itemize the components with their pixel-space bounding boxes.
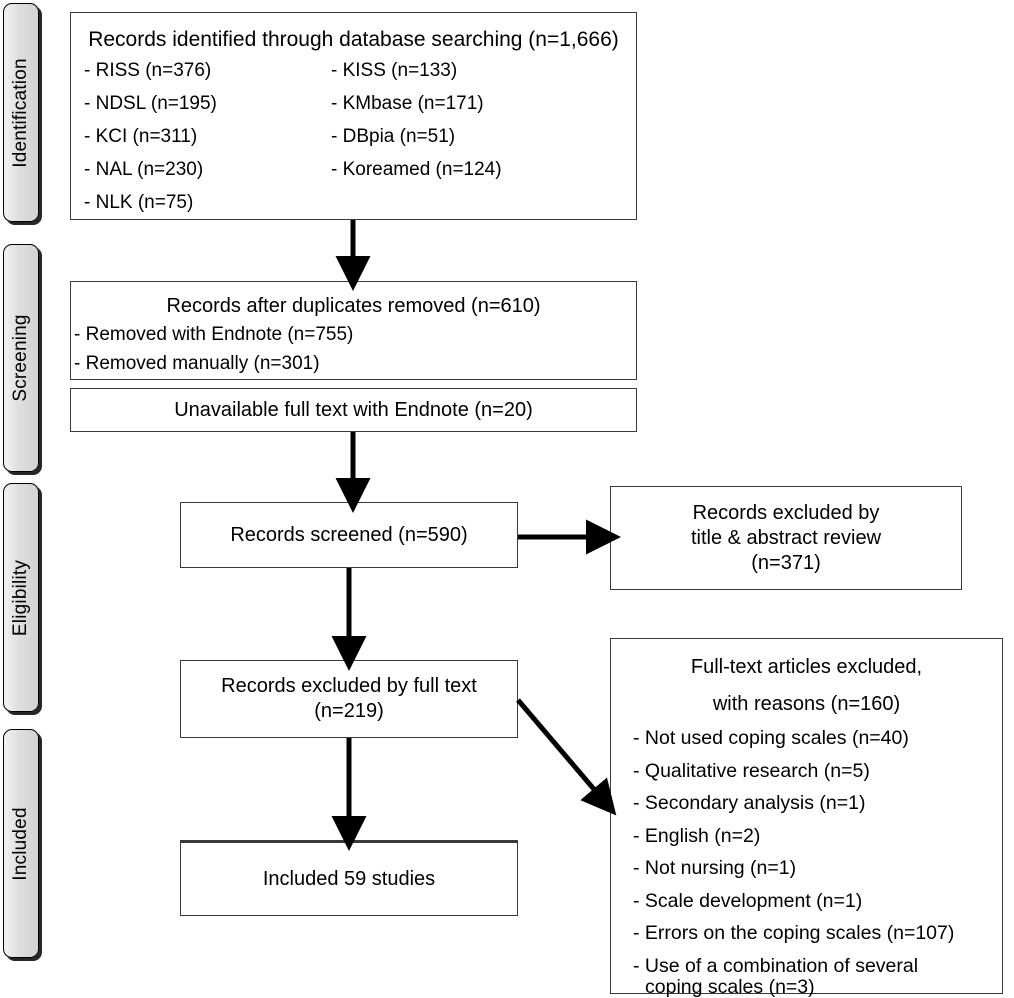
exclusion-reason: - Secondary analysis (n=1) — [633, 792, 866, 814]
excluded-title-abstract-line: title & abstract review — [690, 526, 882, 549]
arrow-excluded-fulltext-to-reasons — [516, 698, 617, 816]
stage-pill-screening: Screening — [3, 244, 39, 472]
exclusion-reason-continued: coping scales (n=3) — [645, 976, 815, 998]
database-item: - NLK (n=75) — [84, 192, 194, 214]
stage-label-identification: Identification — [10, 57, 31, 168]
database-item: - NAL (n=230) — [84, 159, 204, 181]
box-included-studies: Included 59 studies — [180, 840, 518, 916]
database-item: - KISS (n=133) — [331, 60, 458, 82]
exclusion-reason: - Not nursing (n=1) — [633, 857, 797, 879]
box-unavailable-fulltext: Unavailable full text with Endnote (n=20… — [70, 388, 637, 432]
exclusion-reason: - Errors on the coping scales (n=107) — [633, 922, 955, 944]
database-item: - DBpia (n=51) — [331, 126, 456, 148]
box-duplicates-removed: Records after duplicates removed (n=610)… — [70, 281, 637, 380]
database-columns: - RISS (n=376) - NDSL (n=195) - KCI (n=3… — [71, 61, 636, 221]
included-studies-title: Included 59 studies — [262, 867, 436, 890]
stage-label-included: Included — [10, 806, 31, 881]
database-column-left: - RISS (n=376) - NDSL (n=195) - KCI (n=3… — [84, 61, 217, 226]
database-item: - Koreamed (n=124) — [331, 159, 502, 181]
stage-pill-identification: Identification — [3, 3, 39, 222]
database-item: - RISS (n=376) — [84, 60, 212, 82]
stage-pill-included: Included — [3, 729, 39, 958]
stage-pill-eligibility: Eligibility — [3, 483, 39, 712]
unavailable-fulltext-title: Unavailable full text with Endnote (n=20… — [174, 398, 533, 421]
duplicates-removed-line: - Removed with Endnote (n=755) — [74, 324, 354, 345]
exclusion-reason: - English (n=2) — [633, 824, 761, 847]
database-item: - KMbase (n=171) — [331, 93, 484, 115]
exclusion-reason: - Use of a combination of several — [633, 954, 919, 977]
exclusion-reason: - Qualitative research (n=5) — [633, 759, 870, 782]
stage-label-screening: Screening — [10, 314, 31, 402]
fulltext-excluded-title-line: Full-text articles excluded, — [690, 656, 923, 678]
records-identified-title: Records identified through database sear… — [88, 28, 619, 51]
database-column-right: - KISS (n=133) - KMbase (n=171) - DBpia … — [331, 61, 502, 193]
box-fulltext-articles-excluded: Full-text articles excluded, with reason… — [610, 638, 1003, 997]
excluded-title-abstract-line: Records excluded by — [692, 501, 880, 524]
excluded-title-abstract-line: (n=371) — [751, 551, 821, 574]
database-item: - KCI (n=311) — [84, 126, 198, 148]
exclusion-reason-list: - Not used coping scales (n=40) - Qualit… — [611, 727, 1002, 998]
duplicates-removed-line: - Removed manually (n=301) — [74, 353, 320, 374]
box-records-identified: Records identified through database sear… — [70, 12, 637, 220]
box-excluded-title-abstract: Records excluded by title & abstract rev… — [610, 486, 962, 590]
fulltext-excluded-title-line: with reasons (n=160) — [712, 693, 901, 715]
exclusion-reason: - Scale development (n=1) — [633, 889, 863, 912]
stage-label-eligibility: Eligibility — [10, 559, 31, 636]
excluded-fulltext-line: (n=219) — [314, 700, 384, 722]
box-excluded-fulltext: Records excluded by full text (n=219) — [180, 660, 518, 738]
excluded-fulltext-line: Records excluded by full text — [221, 675, 477, 697]
database-item: - NDSL (n=195) — [84, 93, 217, 115]
box-records-screened: Records screened (n=590) — [180, 502, 518, 568]
records-screened-title: Records screened (n=590) — [230, 523, 468, 546]
duplicates-removed-title: Records after duplicates removed (n=610) — [166, 295, 541, 317]
exclusion-reason: - Not used coping scales (n=40) — [633, 727, 909, 749]
